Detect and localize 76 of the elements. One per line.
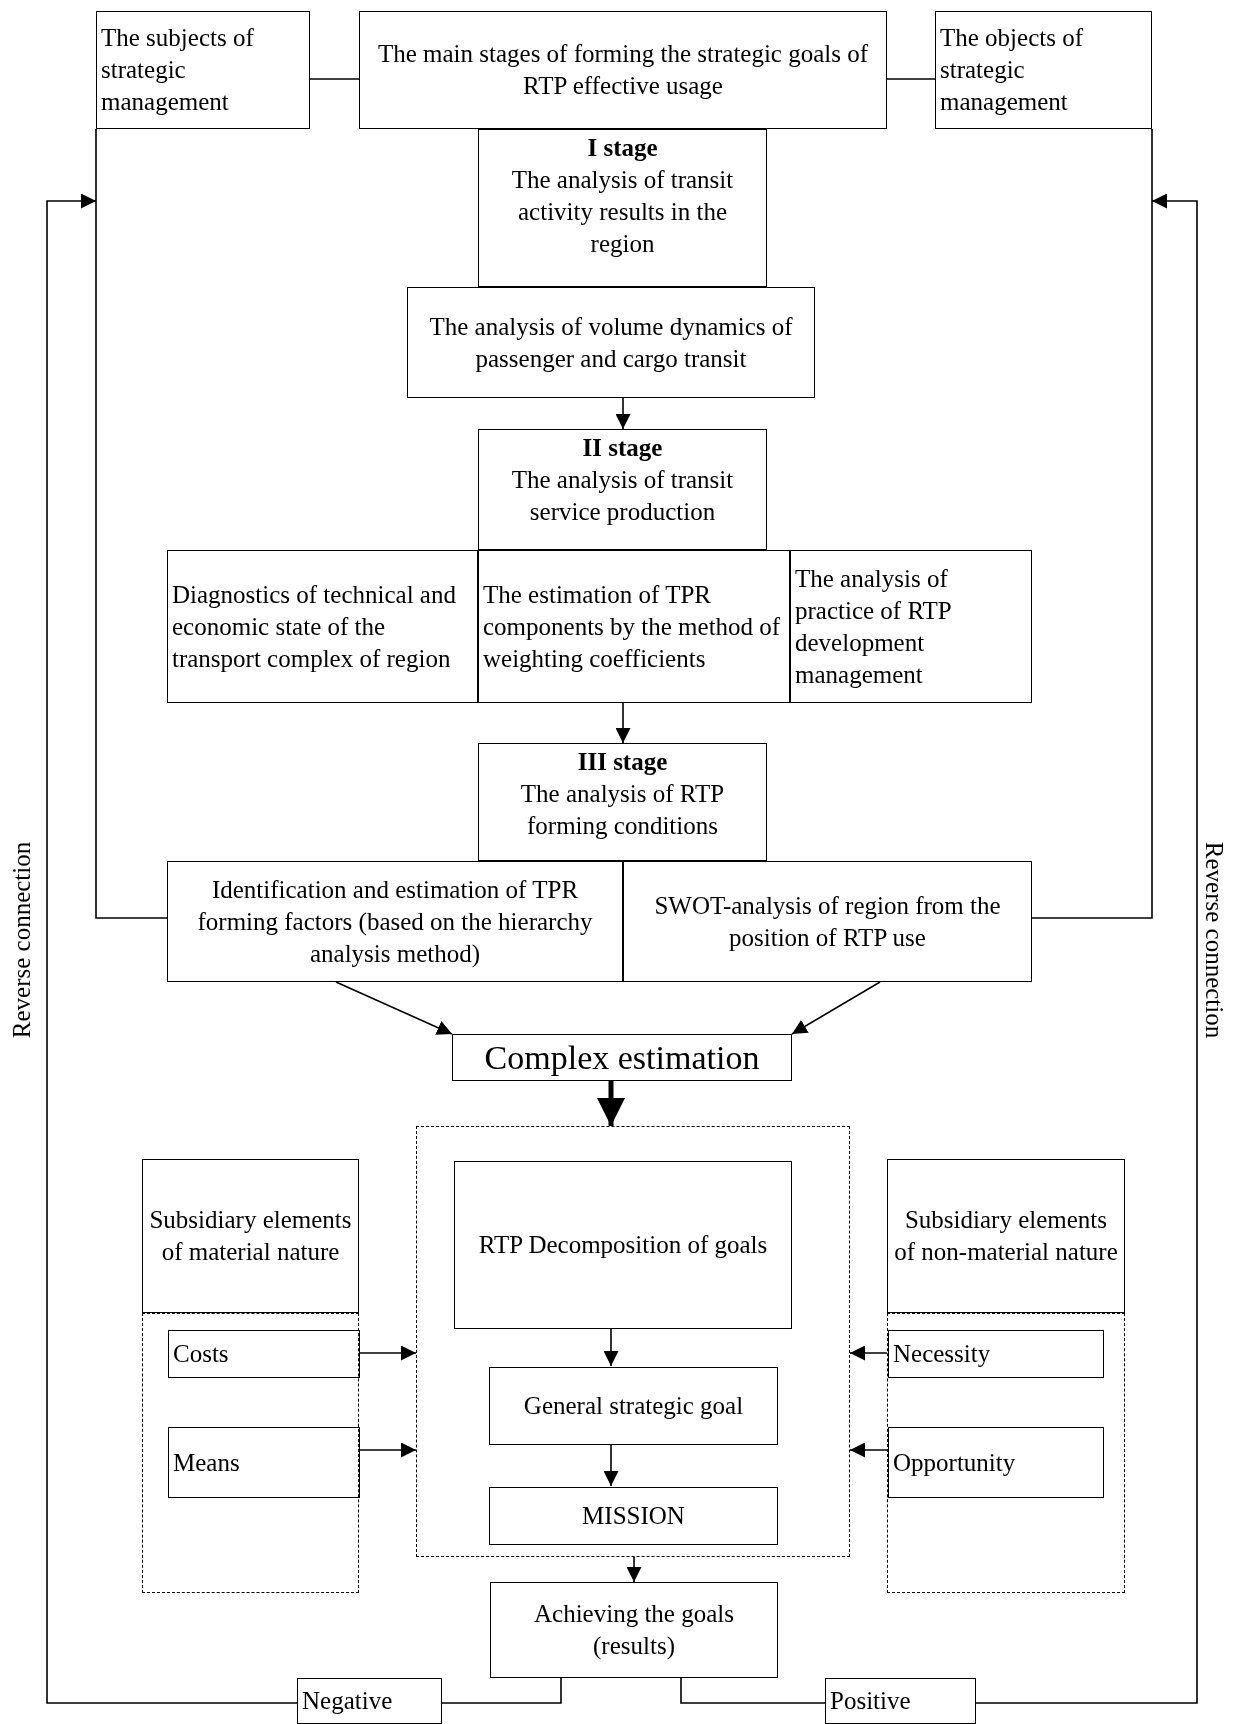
- box-text: The main stages of forming the strategic goals of RTP effective usage: [376, 39, 870, 101]
- box-text: Achieving the goals (results): [533, 1599, 735, 1662]
- process-box: [168, 1330, 360, 1378]
- process-box: [96, 11, 310, 129]
- box-text: The analysis of transit service production: [510, 465, 735, 527]
- process-box: [167, 861, 623, 982]
- connector-line: [309, 78, 360, 80]
- box-text: RTP Decomposition of goals: [477, 1230, 769, 1260]
- arrow: [603, 1443, 619, 1487]
- box-text: SWOT-analysis of region from the position of RTP use: [653, 890, 1002, 953]
- connector-line: [886, 78, 936, 80]
- arrow: [603, 1327, 619, 1367]
- box-text: Diagnostics of technical and economic state of the transport complex of region: [172, 579, 457, 674]
- process-box: [359, 11, 887, 129]
- box-text: Subsidiary elements of non-material nature: [893, 1205, 1119, 1267]
- process-box: [489, 1367, 778, 1445]
- box-text: The analysis of RTP forming conditions: [519, 779, 726, 841]
- box-text: The analysis of volume dynamics of passenger and cargo transit: [428, 311, 794, 374]
- box-text: Costs: [173, 1339, 230, 1369]
- heading-box: [887, 1159, 1125, 1313]
- arrow: [626, 1556, 642, 1583]
- arrow: [615, 397, 631, 430]
- box-text: Subsidiary elements of material nature: [148, 1205, 353, 1267]
- arrow: [358, 1345, 417, 1361]
- stage-heading: I stage: [586, 133, 659, 163]
- arrow: [849, 1345, 888, 1361]
- box-text: Necessity: [893, 1339, 992, 1369]
- arrow: [46, 193, 298, 1704]
- process-box: [454, 1161, 792, 1329]
- box-text: General strategic goal: [522, 1391, 745, 1421]
- process-box: [888, 1427, 1104, 1498]
- heading-box: [142, 1159, 359, 1313]
- process-box: [407, 287, 815, 398]
- box-text: The analysis of transit activity results in the region: [510, 165, 735, 259]
- stage-box: [478, 129, 767, 287]
- arrow: [615, 702, 631, 744]
- process-box: [168, 1427, 360, 1498]
- process-box: [825, 1678, 976, 1724]
- box-text: The analysis of practice of RTP development management: [795, 563, 952, 690]
- box-text: The objects of strategic management: [940, 23, 1084, 117]
- box-text: The subjects of strategic management: [101, 23, 255, 117]
- process-box: [490, 1582, 778, 1678]
- box-text: Positive: [830, 1686, 912, 1716]
- arrow: [849, 1442, 888, 1458]
- box-text: The estimation of TPR components by the method of weighting coefficients: [483, 579, 782, 674]
- connector-line: [95, 128, 168, 919]
- process-box: [790, 550, 1032, 703]
- connector-line: [680, 1677, 826, 1704]
- box-text: Opportunity: [893, 1447, 1017, 1478]
- process-box: [489, 1487, 778, 1545]
- box-text: Negative: [302, 1686, 394, 1716]
- process-box: [167, 550, 478, 703]
- box-text: MISSION: [581, 1501, 686, 1531]
- process-box: [297, 1678, 442, 1724]
- process-box: [478, 550, 790, 703]
- arrow: [975, 193, 1198, 1704]
- arrow: [358, 1442, 417, 1458]
- stage-heading: II stage: [581, 433, 664, 463]
- box-text: Identification and estimation of TPR forming factors (based on the hierarchy analysis method): [196, 874, 594, 969]
- connector-line: [1031, 128, 1153, 919]
- box-text: Means: [173, 1447, 241, 1478]
- box-text: Complex estimation: [483, 1037, 761, 1078]
- arrow: [791, 981, 881, 1035]
- connector-line: [441, 1677, 562, 1704]
- dashed-frame: [142, 1313, 359, 1593]
- arrow: [335, 981, 453, 1035]
- dashed-frame: [416, 1126, 850, 1557]
- stage-heading: III stage: [576, 747, 669, 777]
- process-box: [888, 1330, 1104, 1378]
- stage-box: [478, 429, 767, 550]
- arrow: [597, 1081, 625, 1126]
- stage-box: [478, 743, 767, 861]
- process-box: [623, 861, 1032, 982]
- dashed-frame: [887, 1313, 1125, 1593]
- process-box: [452, 1034, 792, 1081]
- process-box: [935, 11, 1152, 129]
